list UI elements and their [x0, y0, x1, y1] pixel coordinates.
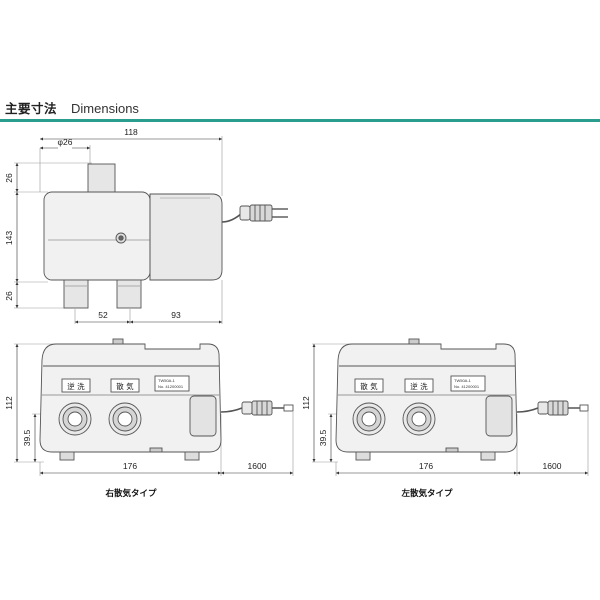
header-divider [0, 119, 600, 122]
front-left-power-plug [516, 400, 589, 416]
front-right-power-plug [220, 400, 294, 416]
dim-overall-width: 118 [124, 127, 138, 137]
dim-body-height: 143 [4, 231, 14, 245]
label-aeration: 散 気 [116, 381, 134, 391]
section-title-english: Dimensions [71, 101, 139, 116]
dim-height: 112 [4, 396, 14, 410]
label-aeration: 散 気 [360, 381, 378, 391]
nameplate-serial: No. 41200001 [454, 384, 480, 389]
label-backwash: 逆 洗 [410, 381, 428, 391]
dim-cord-length: 1600 [248, 461, 267, 471]
dim-width: 176 [419, 461, 433, 471]
top-view-body [43, 163, 223, 309]
dim-height: 112 [301, 396, 311, 410]
nameplate-model: TW50A-1 [454, 378, 472, 383]
dim-pipe-pitch: 52 [98, 310, 108, 320]
top-view: φ26 118 26 143 26 52 93 [4, 127, 288, 324]
dim-pipe-diameter: φ26 [58, 137, 73, 147]
nameplate-serial: No. 41200001 [158, 384, 184, 389]
front-view-left-aeration: 散 気 逆 洗 TW50A-1 No. 41200001 112 39.5 17… [301, 338, 589, 499]
top-view-power-plug [221, 204, 288, 223]
section-header: 主要寸法 Dimensions [5, 98, 139, 116]
dim-right-offset: 93 [171, 310, 181, 320]
nameplate-model: TW50A-1 [158, 378, 176, 383]
dim-port-height: 39.5 [22, 429, 32, 446]
dim-port-height: 39.5 [318, 429, 328, 446]
dim-cord-length: 1600 [543, 461, 562, 471]
dim-bottom-pipe-length: 26 [4, 291, 14, 301]
caption-right-aeration: 右散気タイプ [104, 488, 157, 499]
label-backwash: 逆 洗 [67, 381, 85, 391]
section-title-japanese: 主要寸法 [5, 101, 58, 116]
front-view-right-aeration: 逆 洗 散 気 TW50A-1 No. 41200001 112 39.5 17… [4, 338, 294, 499]
dim-top-pipe-length: 26 [4, 173, 14, 183]
caption-left-aeration: 左散気タイプ [400, 488, 453, 499]
dim-width: 176 [123, 461, 137, 471]
